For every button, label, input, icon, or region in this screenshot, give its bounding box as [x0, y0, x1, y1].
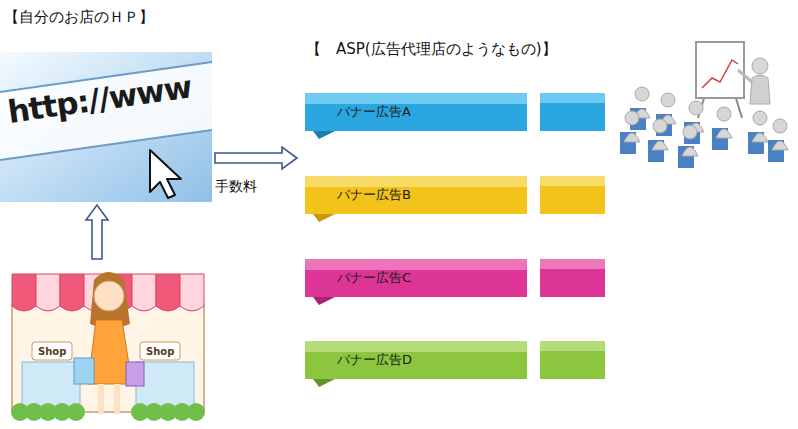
banner-stub: [540, 93, 605, 131]
banner-stub: [540, 176, 605, 214]
banner-text: バナー広告D: [337, 352, 412, 368]
section-heading: 【自分のお店のＨＰ】: [4, 8, 154, 26]
woman-leg: [114, 384, 120, 414]
bush: [187, 403, 205, 421]
presenter-head: [752, 58, 768, 74]
banner-stubs: [540, 93, 605, 379]
shop-window: [136, 362, 194, 406]
audience: [620, 87, 788, 168]
whiteboard-chart: [702, 60, 738, 88]
banner-box: バナー広告A: [305, 93, 527, 139]
banner-shine: [305, 176, 527, 187]
group-box: 【 ASP(広告代理店のようなもの)】バナー広告A バナー広告B バナー広告C バナー…: [300, 36, 612, 422]
banner-text: バナー広告A: [337, 104, 411, 120]
meeting-ground: [615, 40, 793, 175]
woman-leg: [98, 384, 104, 414]
banner-stub: [540, 341, 605, 379]
presenter-arm: [738, 70, 752, 82]
banner-shine: [305, 259, 527, 270]
woman-dress: [88, 320, 132, 384]
address-bar: [0, 62, 212, 160]
banner-body: [305, 259, 527, 297]
hollow-arrow: [215, 147, 297, 169]
shopping-bag: [74, 358, 94, 384]
hollow-arrow: [86, 205, 108, 259]
banner-stub-shine: [540, 93, 605, 103]
awning-stripe: [12, 274, 36, 311]
banner-body: [305, 93, 527, 131]
browser-ground: [0, 52, 212, 202]
address-bar-edge: [0, 130, 212, 160]
edge-label: 手数料: [214, 178, 258, 195]
shop-window: [22, 362, 80, 406]
meeting-illustration: [615, 40, 793, 175]
shop-wall: [12, 304, 204, 412]
woman-face: [94, 281, 124, 311]
section-heading: 【 ASP(広告代理店のようなもの)】: [306, 40, 557, 58]
banner-body: [305, 176, 527, 214]
banner-shine: [305, 341, 527, 352]
banner-tail: [313, 131, 335, 139]
awning-stripe: [132, 274, 156, 311]
presenter-body: [750, 75, 770, 104]
bush: [67, 403, 85, 421]
illustration-box: 【自分のお店のＨＰ】http://www: [0, 2, 212, 202]
banner-stub-shine: [540, 259, 605, 269]
whiteboard: [696, 42, 744, 98]
banner-text: バナー広告C: [337, 270, 411, 286]
illustration-box: Shop Shop: [8, 262, 208, 424]
banner-stub-shine: [540, 176, 605, 186]
banner-body: [305, 341, 527, 379]
awning-stripe: [36, 274, 60, 311]
banner-tail: [313, 297, 335, 305]
shop-illustration: [8, 262, 208, 424]
banner-text: バナー広告B: [337, 187, 411, 203]
shop-signboard: [32, 342, 72, 360]
shop-signboard: [140, 342, 180, 360]
awning-stripe: [156, 274, 180, 311]
shop-sign: Shop: [38, 346, 66, 358]
banner-stub-shine: [540, 341, 605, 351]
banner-tail: [313, 214, 335, 222]
banner-stub: [540, 259, 605, 297]
mouse-cursor: [150, 150, 181, 198]
banner-box: バナー広告D: [305, 341, 527, 387]
awning-stripe: [60, 274, 84, 311]
shop-sign: Shop: [146, 346, 174, 358]
banner-shine: [305, 93, 527, 104]
banner-box: バナー広告B: [305, 176, 527, 222]
shopping-bag: [126, 362, 144, 386]
banner-tail: [313, 379, 335, 387]
awning-stripe: [180, 274, 204, 311]
banner-box: バナー広告C: [305, 259, 527, 305]
